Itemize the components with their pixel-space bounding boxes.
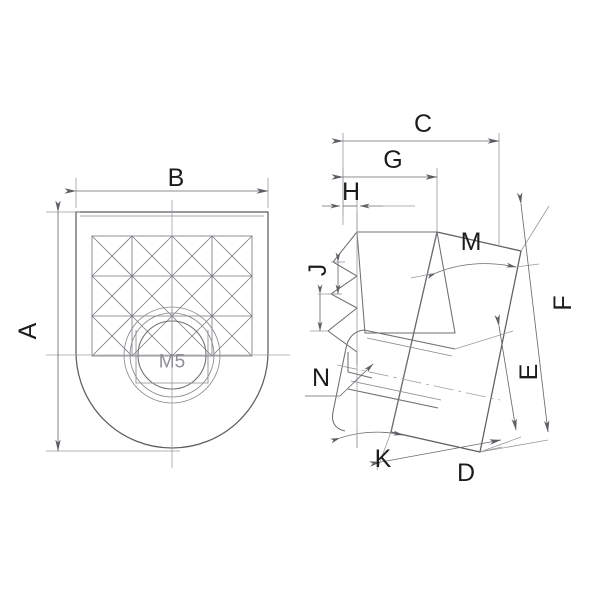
dimension-M: M bbox=[410, 228, 540, 279]
dimension-F: F bbox=[479, 192, 577, 453]
side-stem-round-cap bbox=[332, 329, 365, 432]
side-view bbox=[327, 212, 522, 453]
side-stem-bot-inner bbox=[350, 380, 442, 401]
dim-K-label: K bbox=[375, 445, 392, 473]
dim-E-line bbox=[494, 314, 517, 431]
dim-F-line bbox=[516, 192, 550, 433]
dim-E-ext-top bbox=[454, 330, 514, 350]
dim-A-label: A bbox=[14, 322, 42, 339]
dimension-K: K bbox=[330, 430, 404, 473]
dim-M-ext-left bbox=[410, 272, 437, 279]
dimension-A: A bbox=[14, 200, 180, 452]
dim-M-label: M bbox=[461, 228, 482, 256]
dimension-N: N bbox=[305, 363, 374, 397]
dim-E-label: E bbox=[515, 364, 543, 381]
dim-N-label: N bbox=[312, 364, 330, 392]
dimension-H: H bbox=[322, 178, 415, 232]
dimension-J: J bbox=[304, 252, 345, 332]
dim-F-ext-top bbox=[520, 205, 550, 252]
dim-G-label: G bbox=[383, 146, 402, 174]
dimension-G: G bbox=[331, 146, 438, 232]
side-head-block bbox=[356, 231, 456, 334]
dim-J-label: J bbox=[304, 264, 332, 277]
dim-N-leader-arrow bbox=[339, 363, 374, 397]
side-stem-top-edge bbox=[363, 329, 456, 350]
thread-zigzag-profile bbox=[327, 231, 358, 365]
dimension-E: E bbox=[454, 314, 543, 453]
dim-C-label: C bbox=[414, 110, 432, 138]
front-view: M5 bbox=[46, 200, 290, 468]
side-head-bottom-step bbox=[347, 352, 373, 379]
dim-D-label: D bbox=[457, 459, 475, 487]
dim-B-label: B bbox=[168, 164, 185, 192]
dim-E-ext-bottom bbox=[479, 436, 522, 453]
thread-size-label: M5 bbox=[159, 352, 185, 373]
dim-M-arc bbox=[426, 262, 517, 279]
dim-K-arc bbox=[330, 430, 404, 444]
side-stem-top-inner bbox=[366, 337, 453, 357]
side-body-seam-line bbox=[390, 231, 438, 433]
dim-M-ext-right bbox=[515, 263, 540, 268]
dim-D-line bbox=[369, 439, 502, 467]
dimension-D: D bbox=[369, 431, 503, 487]
side-stem-bot-edge bbox=[347, 388, 439, 409]
front-body-outline bbox=[75, 211, 269, 449]
dimension-B: B bbox=[64, 164, 269, 208]
dim-H-label: H bbox=[342, 178, 360, 206]
dim-F-label: F bbox=[549, 295, 577, 310]
side-stem-axis-centerline bbox=[336, 364, 501, 401]
dimension-C: C bbox=[331, 110, 500, 245]
